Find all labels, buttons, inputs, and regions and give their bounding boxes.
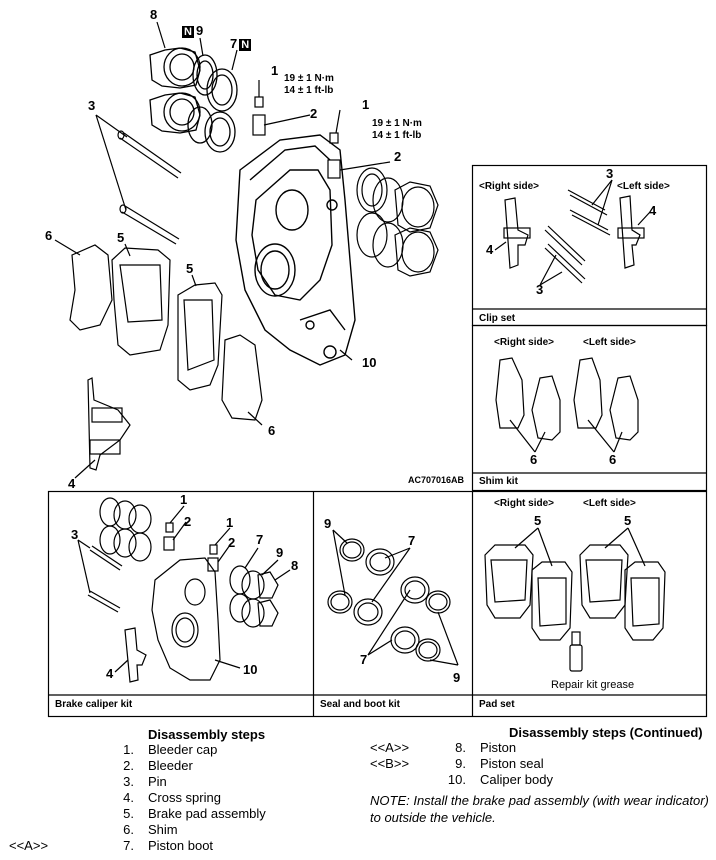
brake-caliper-kit-caption: Brake caliper kit <box>55 699 133 710</box>
callout-3: 3 <box>606 166 614 181</box>
pistons-top <box>149 47 238 153</box>
callout-4: 4 <box>486 242 494 257</box>
n-mark-badge: N <box>182 26 194 38</box>
step-item: 4.Cross spring <box>123 790 221 805</box>
step-item: 10.Caliper body <box>447 772 553 787</box>
callout-1: 1 <box>362 97 370 112</box>
shim-kit-left-side: <Left side> <box>583 337 636 348</box>
pad-set-left-side: <Left side> <box>583 498 636 509</box>
step-item: 3.Pin <box>123 774 167 789</box>
step-tag: <<A>> <box>370 740 410 755</box>
step-tag: <<A>> <box>9 838 49 853</box>
callout-7: 7 <box>256 532 264 547</box>
repair-kit-grease-label: Repair kit grease <box>551 679 635 691</box>
step-tag: <<B>> <box>370 756 410 771</box>
callout-4: 4 <box>106 666 114 681</box>
reference-code: AC707016AB <box>408 475 465 485</box>
callout-2: 2 <box>310 106 318 121</box>
pad-set-caption: Pad set <box>479 699 515 710</box>
callout-8: 8 <box>291 558 299 573</box>
callout-4: 4 <box>649 203 657 218</box>
callout-3: 3 <box>536 282 544 297</box>
callout-5: 5 <box>186 261 194 276</box>
callout-10: 10 <box>243 662 258 677</box>
callout-3: 3 <box>88 98 96 113</box>
step-item: 7.Piston boot <box>123 838 214 853</box>
callout-1: 1 <box>226 515 234 530</box>
callout-4: 4 <box>68 476 76 491</box>
clip-set-caption: Clip set <box>479 313 516 324</box>
step-item: 1.Bleeder cap <box>123 742 218 757</box>
step-item: 6.Shim <box>123 822 178 837</box>
callout-7: 7 <box>408 533 416 548</box>
step-item: 2.Bleeder <box>123 758 193 773</box>
pad-set-right-side: <Right side> <box>494 498 555 509</box>
install-note: NOTE: Install the brake pad assembly (wi… <box>370 793 709 825</box>
callout-1: 1 <box>180 492 188 507</box>
clip-set-left-side: <Left side> <box>617 181 670 192</box>
callout-2: 2 <box>228 535 236 550</box>
step-item: 8.Piston <box>455 740 517 755</box>
callout-5: 5 <box>534 513 542 528</box>
callout-7: 7 <box>360 652 368 667</box>
callout-6: 6 <box>530 452 538 467</box>
callout-9: 9 <box>276 545 284 560</box>
steps-title-continued: Disassembly steps (Continued) <box>509 725 703 740</box>
seal-boot-kit-caption: Seal and boot kit <box>320 699 401 710</box>
step-item: 9.Piston seal <box>455 756 544 771</box>
shim-kit-right-side: <Right side> <box>494 337 555 348</box>
callout-5: 5 <box>624 513 632 528</box>
callout-6: 6 <box>45 228 53 243</box>
callout-9: 9 <box>453 670 461 685</box>
callout-6: 6 <box>609 452 617 467</box>
callout-2: 2 <box>184 514 192 529</box>
callout-2: 2 <box>394 149 402 164</box>
step-item: 5.Brake pad assembly <box>123 806 266 821</box>
caliper-body-main <box>235 134 356 366</box>
callout-9: 9 <box>324 516 332 531</box>
callout-8: 8 <box>150 7 158 22</box>
shim-kit-caption: Shim kit <box>479 476 518 487</box>
callout-1: 1 <box>271 63 279 78</box>
n-mark-badge: N <box>239 39 252 51</box>
steps-title: Disassembly steps <box>148 727 266 742</box>
callout-6: 6 <box>268 423 276 438</box>
callout-3: 3 <box>71 527 79 542</box>
clip-set-right-side: <Right side> <box>479 181 540 192</box>
callout-5: 5 <box>117 230 125 245</box>
callout-10: 10 <box>362 355 377 370</box>
